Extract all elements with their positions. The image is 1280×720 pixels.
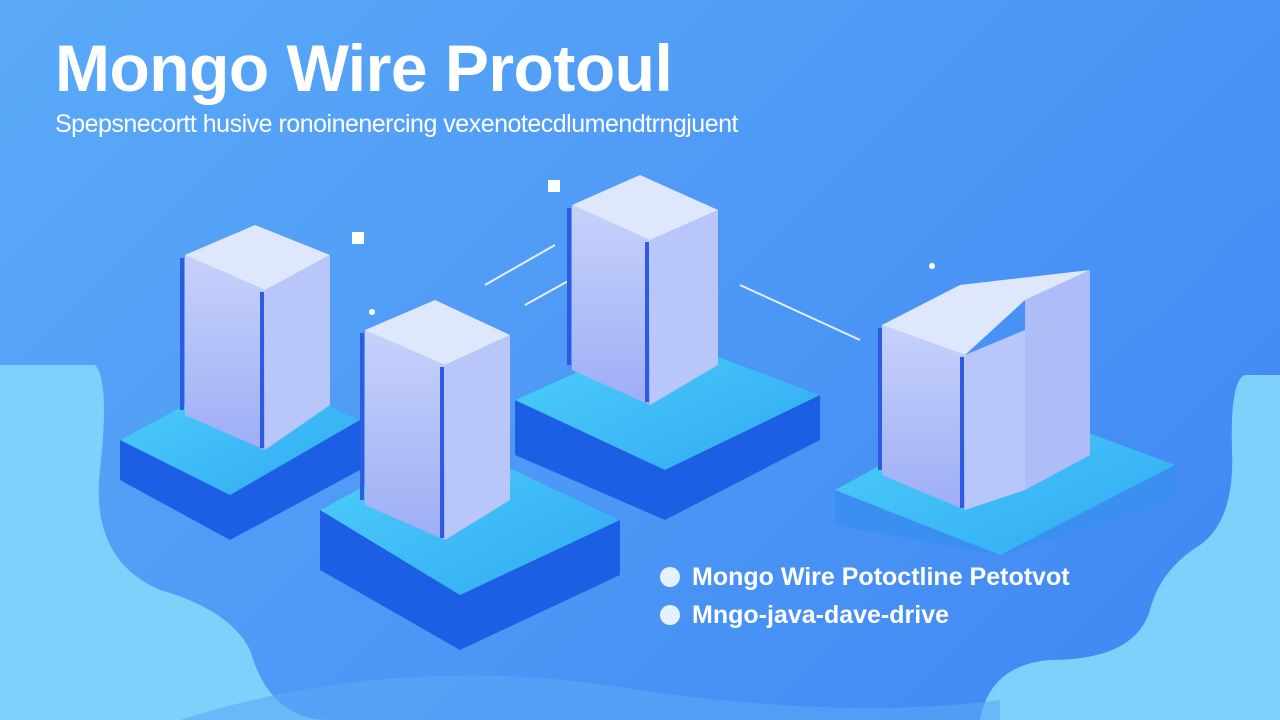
server-1 xyxy=(180,225,330,450)
server-2 xyxy=(360,300,510,540)
wave-bottom xyxy=(180,675,1000,720)
node-marker-icon xyxy=(548,180,560,192)
wave-right xyxy=(980,375,1280,720)
server-4 xyxy=(878,270,1090,510)
page-title: Mongo Wire Protoul xyxy=(55,31,673,105)
node-marker-icon xyxy=(352,232,364,244)
wave-left xyxy=(0,365,330,720)
page-subtitle: Spepsnecortt husive ronoinenercing vexen… xyxy=(55,110,738,138)
bullet-label: Mongo Wire Potoctline Petotvot xyxy=(692,562,1070,591)
server-3 xyxy=(567,175,718,405)
bullet-item: Mngo-java-dave-drive xyxy=(660,596,1070,634)
connection-lines xyxy=(484,244,861,341)
bullet-list: Mongo Wire Potoctline Petotvot Mngo-java… xyxy=(660,558,1070,634)
bullet-item: Mongo Wire Potoctline Petotvot xyxy=(660,558,1070,596)
bullet-dot-icon xyxy=(660,567,680,587)
bullet-label: Mngo-java-dave-drive xyxy=(692,600,950,629)
bullet-dot-icon xyxy=(660,605,680,625)
